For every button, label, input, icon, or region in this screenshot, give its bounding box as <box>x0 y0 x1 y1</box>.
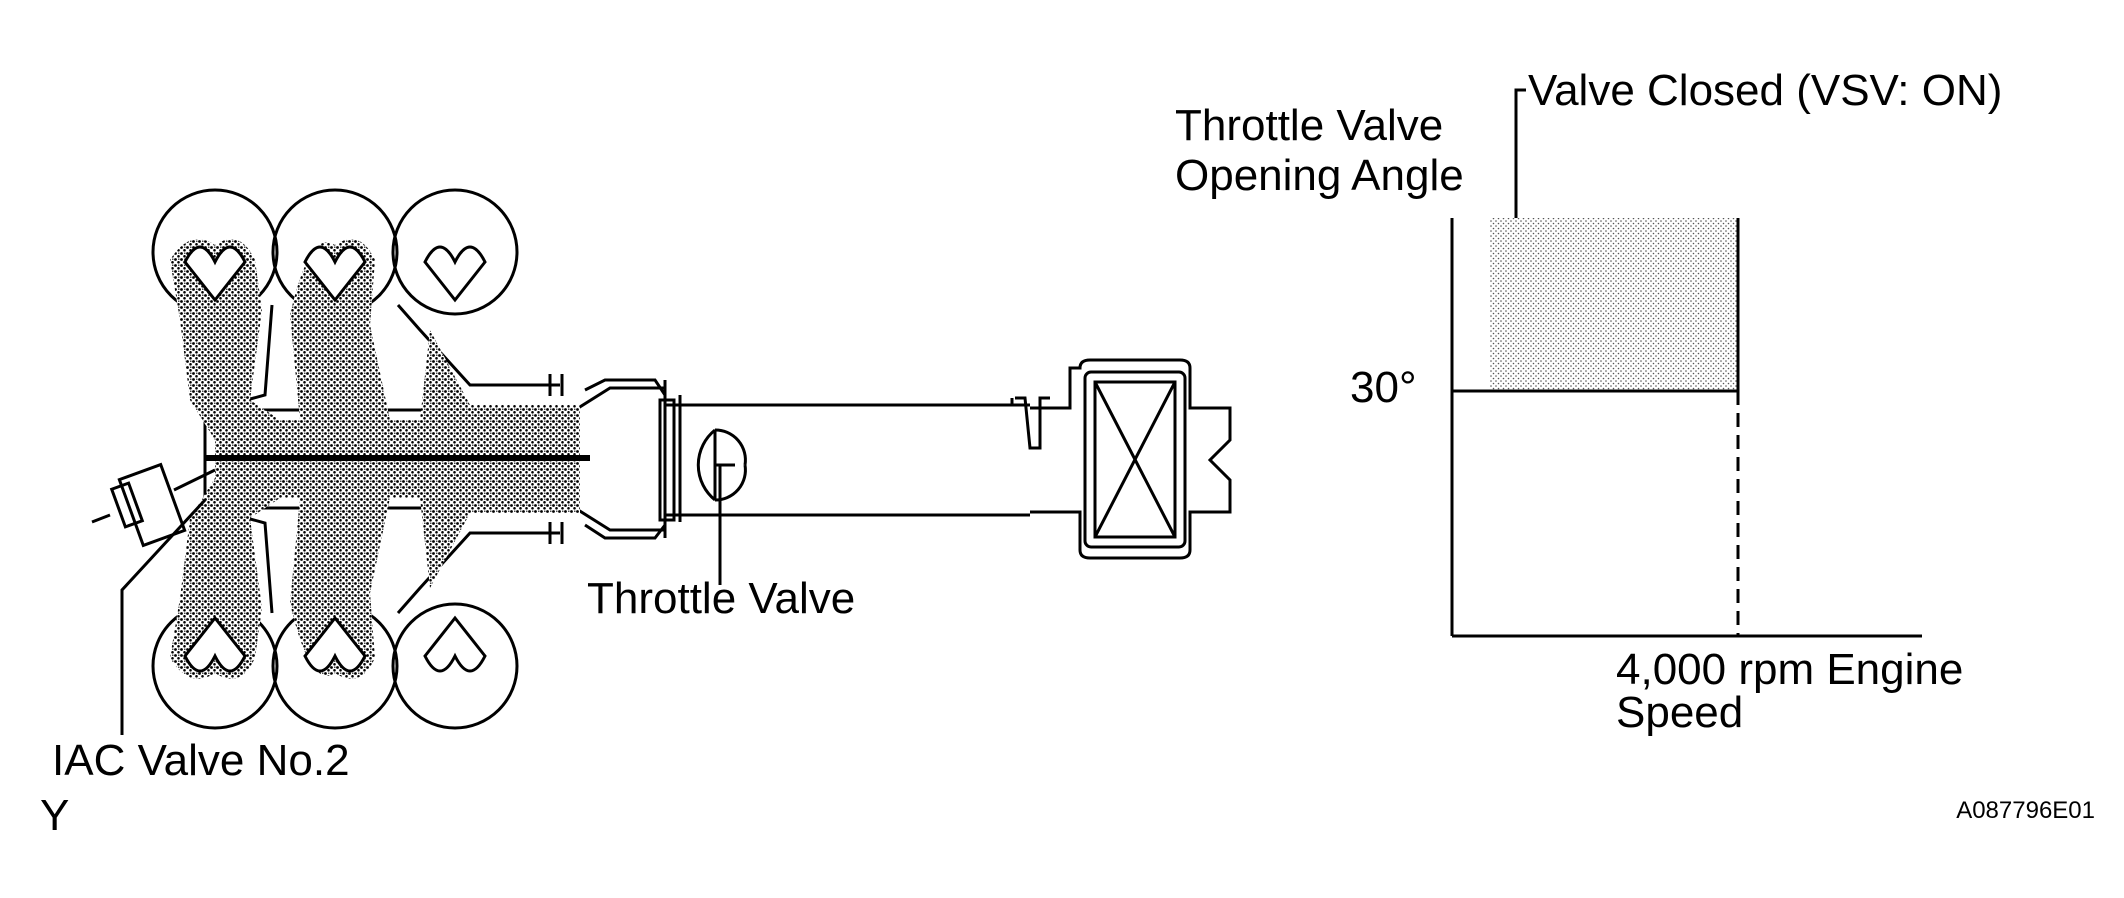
x-tick-rpm-label-line2: Speed <box>1616 688 1743 737</box>
valve-closed-region <box>1490 218 1738 391</box>
intake-manifold <box>91 188 1232 735</box>
port-valves-top <box>183 245 487 303</box>
y-axis-label-line2: Opening Angle <box>1175 151 1464 200</box>
region-label: Valve Closed (VSV: ON) <box>1528 66 2002 115</box>
iac-valve-label: IAC Valve No.2 <box>52 736 350 785</box>
iac-valve-actuator <box>91 462 216 548</box>
iac-valve-leader <box>120 498 207 735</box>
corner-code: Y <box>40 791 69 840</box>
port-valves-bottom <box>183 615 487 673</box>
throttle-valve-disc <box>696 428 747 585</box>
y-axis-label-line1: Throttle Valve <box>1175 101 1443 150</box>
throttle-valve-label: Throttle Valve <box>587 574 855 623</box>
y-tick-30-label: 30° <box>1350 363 1417 412</box>
region-label-leader <box>1514 88 1526 218</box>
x-tick-rpm-label-line1: 4,000 rpm Engine <box>1616 645 1963 694</box>
air-cleaner <box>1030 358 1232 560</box>
throttle-body <box>548 374 1030 544</box>
figure-id: A087796E01 <box>1956 797 2095 824</box>
intake-tube-fitting <box>1010 396 1050 450</box>
opening-angle-graph <box>1450 88 1922 638</box>
